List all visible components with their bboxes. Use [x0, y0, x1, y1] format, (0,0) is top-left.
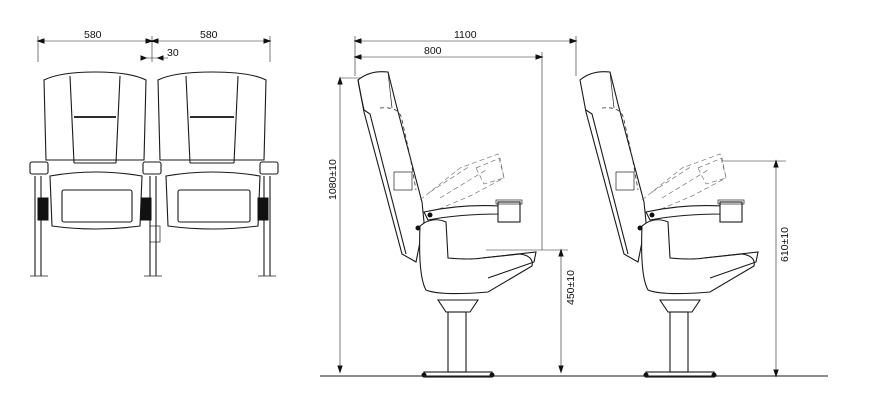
front-seat-left — [29, 71, 162, 277]
armrest-height-label: 610±10 — [779, 227, 791, 262]
front-seat-right — [149, 71, 279, 277]
front-width-right-label: 580 — [200, 29, 218, 41]
seat-height-label: 450±10 — [565, 270, 577, 305]
armrest-height-dimension — [722, 159, 786, 378]
side-depth-dimensions — [353, 36, 578, 250]
front-width-dimension — [36, 36, 272, 62]
side-height-dimension — [337, 76, 386, 374]
side-height-label: 1080±10 — [327, 159, 339, 200]
side-view-left: 1100 800 1080±10 450±10 — [327, 29, 578, 378]
side-view-right: 610±10 — [579, 71, 791, 378]
seat-height-dimension — [486, 248, 568, 374]
side-seat-depth-label: 800 — [424, 45, 442, 57]
front-view: 580 580 30 — [29, 29, 279, 277]
backrest-shape — [357, 71, 425, 263]
side-total-depth-label: 1100 — [454, 29, 477, 41]
seat-cushion — [419, 219, 533, 295]
front-gap-label: 30 — [167, 47, 179, 59]
front-width-left-label: 580 — [84, 29, 102, 41]
